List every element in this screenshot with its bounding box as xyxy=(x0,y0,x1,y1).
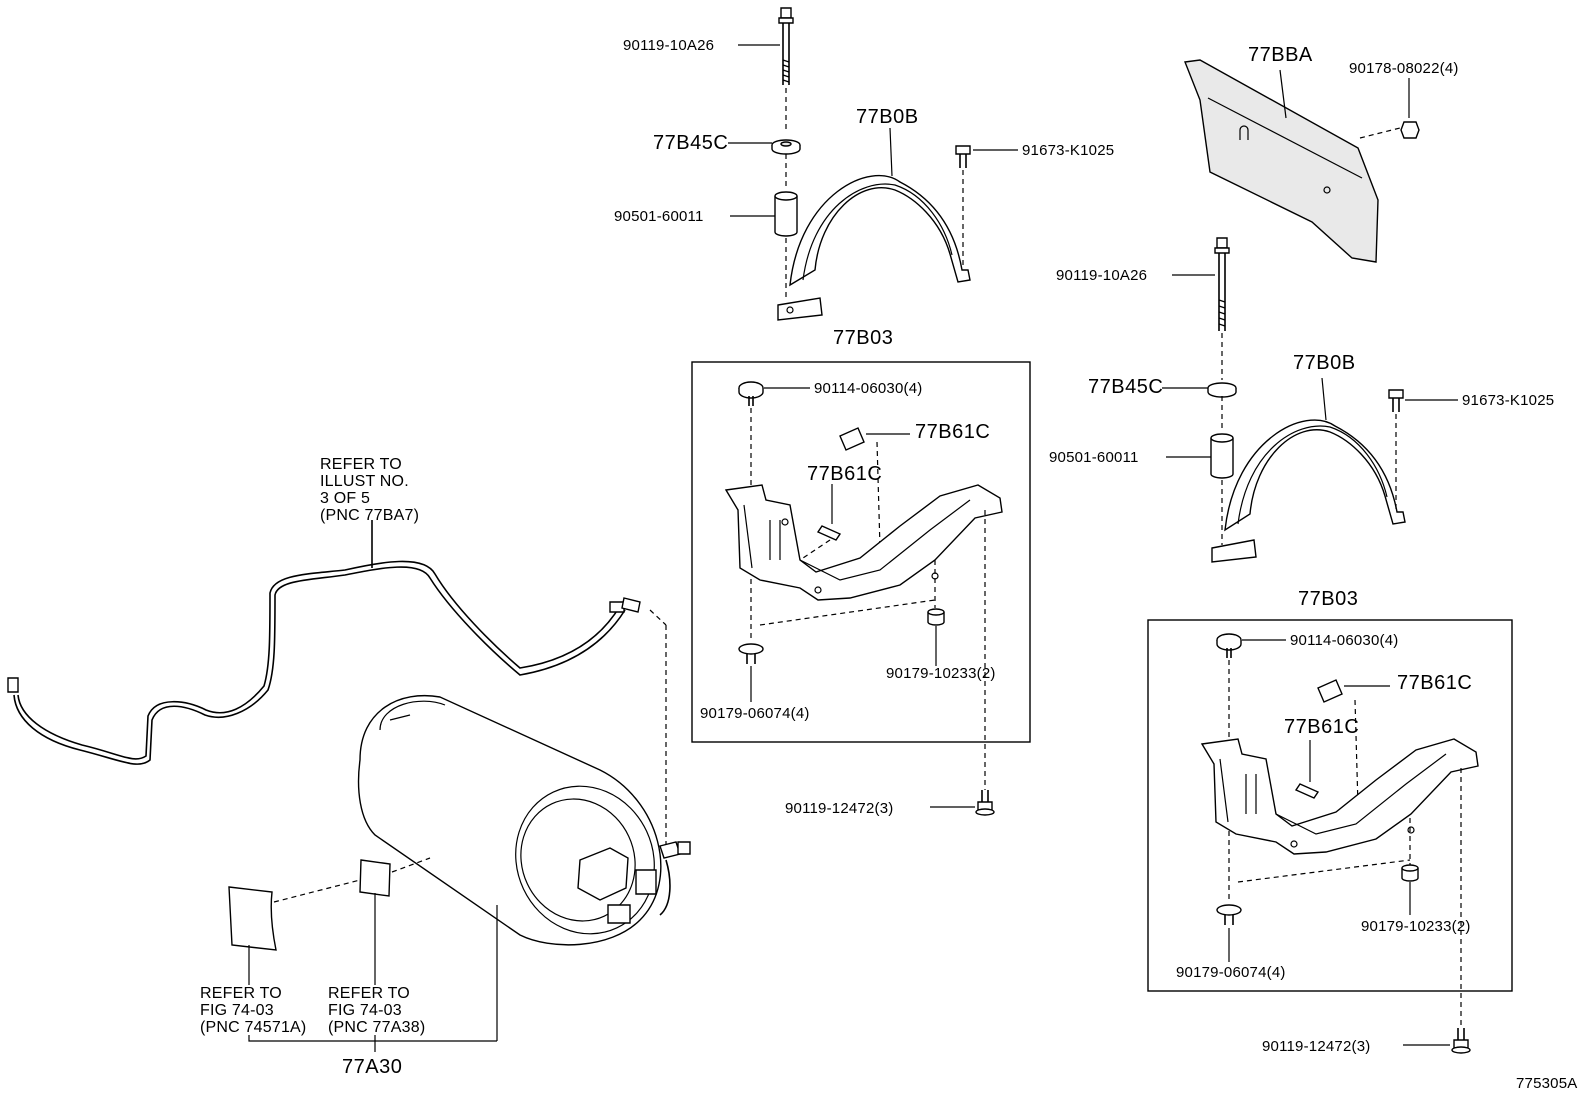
part-label: 77B61C xyxy=(915,421,991,443)
reference-note: REFER TO FIG 74-03 (PNC 74571A) xyxy=(200,985,307,1036)
band-right-icon xyxy=(1211,419,1406,563)
tag-icon xyxy=(1294,783,1320,799)
tag-icon xyxy=(1317,679,1343,703)
nut-icon xyxy=(1400,121,1420,139)
spacer-icon xyxy=(774,191,798,237)
part-label: 90119-12472(3) xyxy=(785,800,894,817)
nut-icon xyxy=(1401,864,1419,882)
part-label: 77B03 xyxy=(1298,588,1359,610)
cushion-icon xyxy=(771,139,801,155)
bolt-icon xyxy=(975,790,995,816)
part-label: 90179-06074(4) xyxy=(700,705,810,722)
reference-note: REFER TO FIG 74-03 (PNC 77A38) xyxy=(328,985,426,1036)
part-label: 90178-08022(4) xyxy=(1349,60,1459,77)
bolt-icon xyxy=(778,7,794,85)
spacer-icon xyxy=(1210,433,1234,479)
part-label: 90179-10233(2) xyxy=(886,665,996,682)
nut-icon xyxy=(927,608,945,626)
part-label: 90179-10233(2) xyxy=(1361,918,1471,935)
part-label: 90501-60011 xyxy=(1049,449,1139,466)
bracket-right-icon xyxy=(1200,738,1479,855)
part-label: 77B45C xyxy=(653,132,729,154)
bracket-assy-right-box xyxy=(1147,619,1513,992)
clip-icon xyxy=(1216,633,1242,658)
reference-note: REFER TO ILLUST NO. 3 OF 5 (PNC 77BA7) xyxy=(320,456,420,524)
part-label: 77B03 xyxy=(833,327,894,349)
band-left-icon xyxy=(777,174,971,321)
part-label: 90119-10A26 xyxy=(623,37,715,54)
fuel-tank-icon xyxy=(357,695,691,946)
nut-icon xyxy=(738,643,764,664)
cover-panel-icon xyxy=(1184,59,1379,263)
tag-icon xyxy=(839,427,865,451)
bolt-icon xyxy=(955,145,971,168)
part-label: 90179-06074(4) xyxy=(1176,964,1286,981)
part-label: 90114-06030(4) xyxy=(1290,632,1399,649)
pipe-harness-icon xyxy=(7,520,641,765)
part-label: 91673-K1025 xyxy=(1022,142,1115,159)
cushion-icon xyxy=(1207,382,1237,398)
part-label: 77BBA xyxy=(1248,44,1313,66)
bracket-assy-left-box xyxy=(691,361,1031,743)
part-label: 77B61C xyxy=(1284,716,1360,738)
part-label: 77B0B xyxy=(856,106,919,128)
clip-icon xyxy=(738,381,764,406)
part-label: 77B61C xyxy=(1397,672,1473,694)
part-label: 90119-10A26 xyxy=(1056,267,1148,284)
part-label: 90501-60011 xyxy=(614,208,704,225)
bracket-left-icon xyxy=(724,484,1003,601)
part-label: 91673-K1025 xyxy=(1462,392,1555,409)
bolt-icon xyxy=(1388,389,1404,412)
bolt-icon xyxy=(1451,1028,1471,1054)
part-label: 90114-06030(4) xyxy=(814,380,923,397)
part-label: 77B45C xyxy=(1088,376,1164,398)
diagram-id: 775305A xyxy=(1516,1075,1578,1092)
label-patch-icon xyxy=(359,859,391,897)
label-patch-icon xyxy=(228,886,277,951)
bolt-icon xyxy=(1214,237,1230,331)
part-label: 77A30 xyxy=(342,1056,403,1078)
tag-icon xyxy=(816,525,842,541)
part-label: 77B61C xyxy=(807,463,883,485)
part-label: 90119-12472(3) xyxy=(1262,1038,1371,1055)
nut-icon xyxy=(1216,904,1242,925)
part-label: 77B0B xyxy=(1293,352,1356,374)
